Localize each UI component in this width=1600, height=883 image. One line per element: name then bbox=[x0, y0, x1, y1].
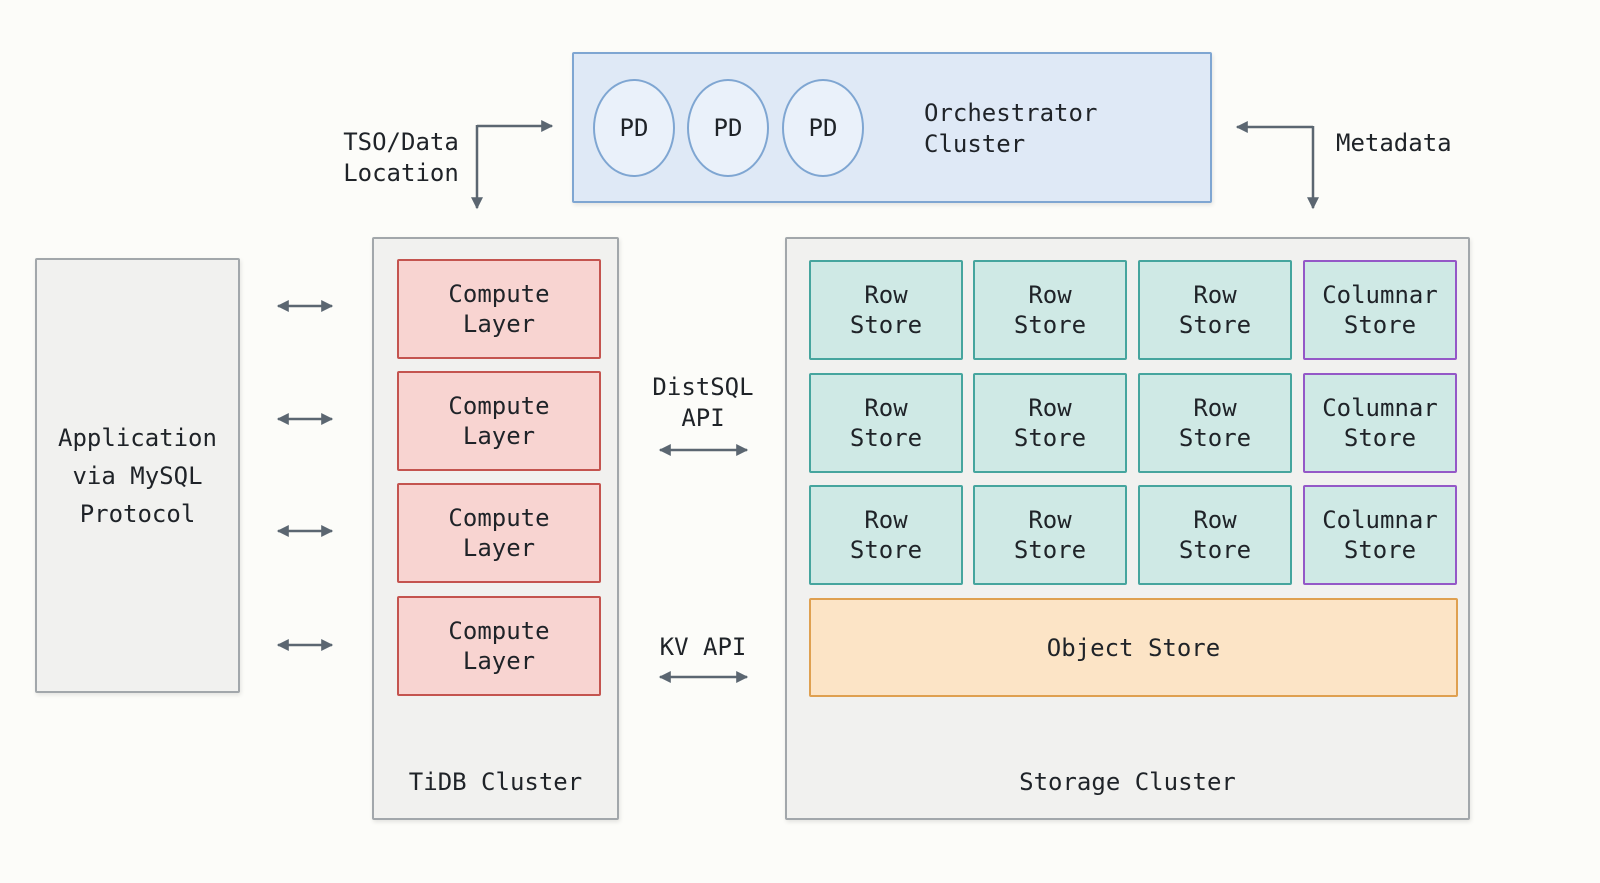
orchestrator-cluster-label: Orchestrator Cluster bbox=[924, 99, 1098, 158]
pd-node: PD bbox=[687, 79, 769, 177]
compute-layer-node: Compute Layer bbox=[397, 596, 601, 696]
connector-metadata bbox=[1235, 121, 1319, 210]
pd-node-label: PD bbox=[808, 114, 838, 142]
row-store-node: Row Store bbox=[809, 260, 963, 360]
connector-tso-data-location bbox=[471, 120, 554, 210]
row-store-node: Row Store bbox=[809, 485, 963, 585]
row-store-node: Row Store bbox=[1138, 373, 1292, 473]
storage-cluster-label: Storage Cluster bbox=[1019, 768, 1236, 796]
tidb-cluster-label: TiDB Cluster bbox=[408, 768, 583, 796]
pd-node: PD bbox=[593, 79, 675, 177]
row-store-node: Row Store bbox=[973, 260, 1127, 360]
row-store-node: Row Store bbox=[973, 485, 1127, 585]
compute-layer-node: Compute Layer bbox=[397, 483, 601, 583]
columnar-store-node: Columnar Store bbox=[1303, 373, 1457, 473]
compute-layer-node: Compute Layer bbox=[397, 371, 601, 471]
storage-cluster-box: Row Store Row Store Row Store Columnar S… bbox=[785, 237, 1470, 820]
row-store-node: Row Store bbox=[809, 373, 963, 473]
orchestrator-cluster-box: PD PD PD Orchestrator Cluster bbox=[572, 52, 1212, 203]
kv-api-label: KV API bbox=[659, 633, 747, 661]
tidb-cluster-box: Compute Layer Compute Layer Compute Laye… bbox=[372, 237, 619, 820]
object-store-node: Object Store bbox=[809, 598, 1458, 697]
distsql-api-label: DistSQL API bbox=[652, 373, 754, 432]
columnar-store-node: Columnar Store bbox=[1303, 485, 1457, 585]
row-store-node: Row Store bbox=[973, 373, 1127, 473]
compute-layer-node: Compute Layer bbox=[397, 259, 601, 359]
columnar-store-node: Columnar Store bbox=[1303, 260, 1457, 360]
pd-node-label: PD bbox=[713, 114, 743, 142]
pd-node: PD bbox=[782, 79, 864, 177]
row-store-node: Row Store bbox=[1138, 485, 1292, 585]
tso-data-location-label: TSO/Data Location bbox=[343, 128, 459, 187]
application-box: Application via MySQL Protocol bbox=[35, 258, 240, 693]
metadata-label: Metadata bbox=[1336, 129, 1452, 157]
pd-node-label: PD bbox=[619, 114, 649, 142]
row-store-node: Row Store bbox=[1138, 260, 1292, 360]
